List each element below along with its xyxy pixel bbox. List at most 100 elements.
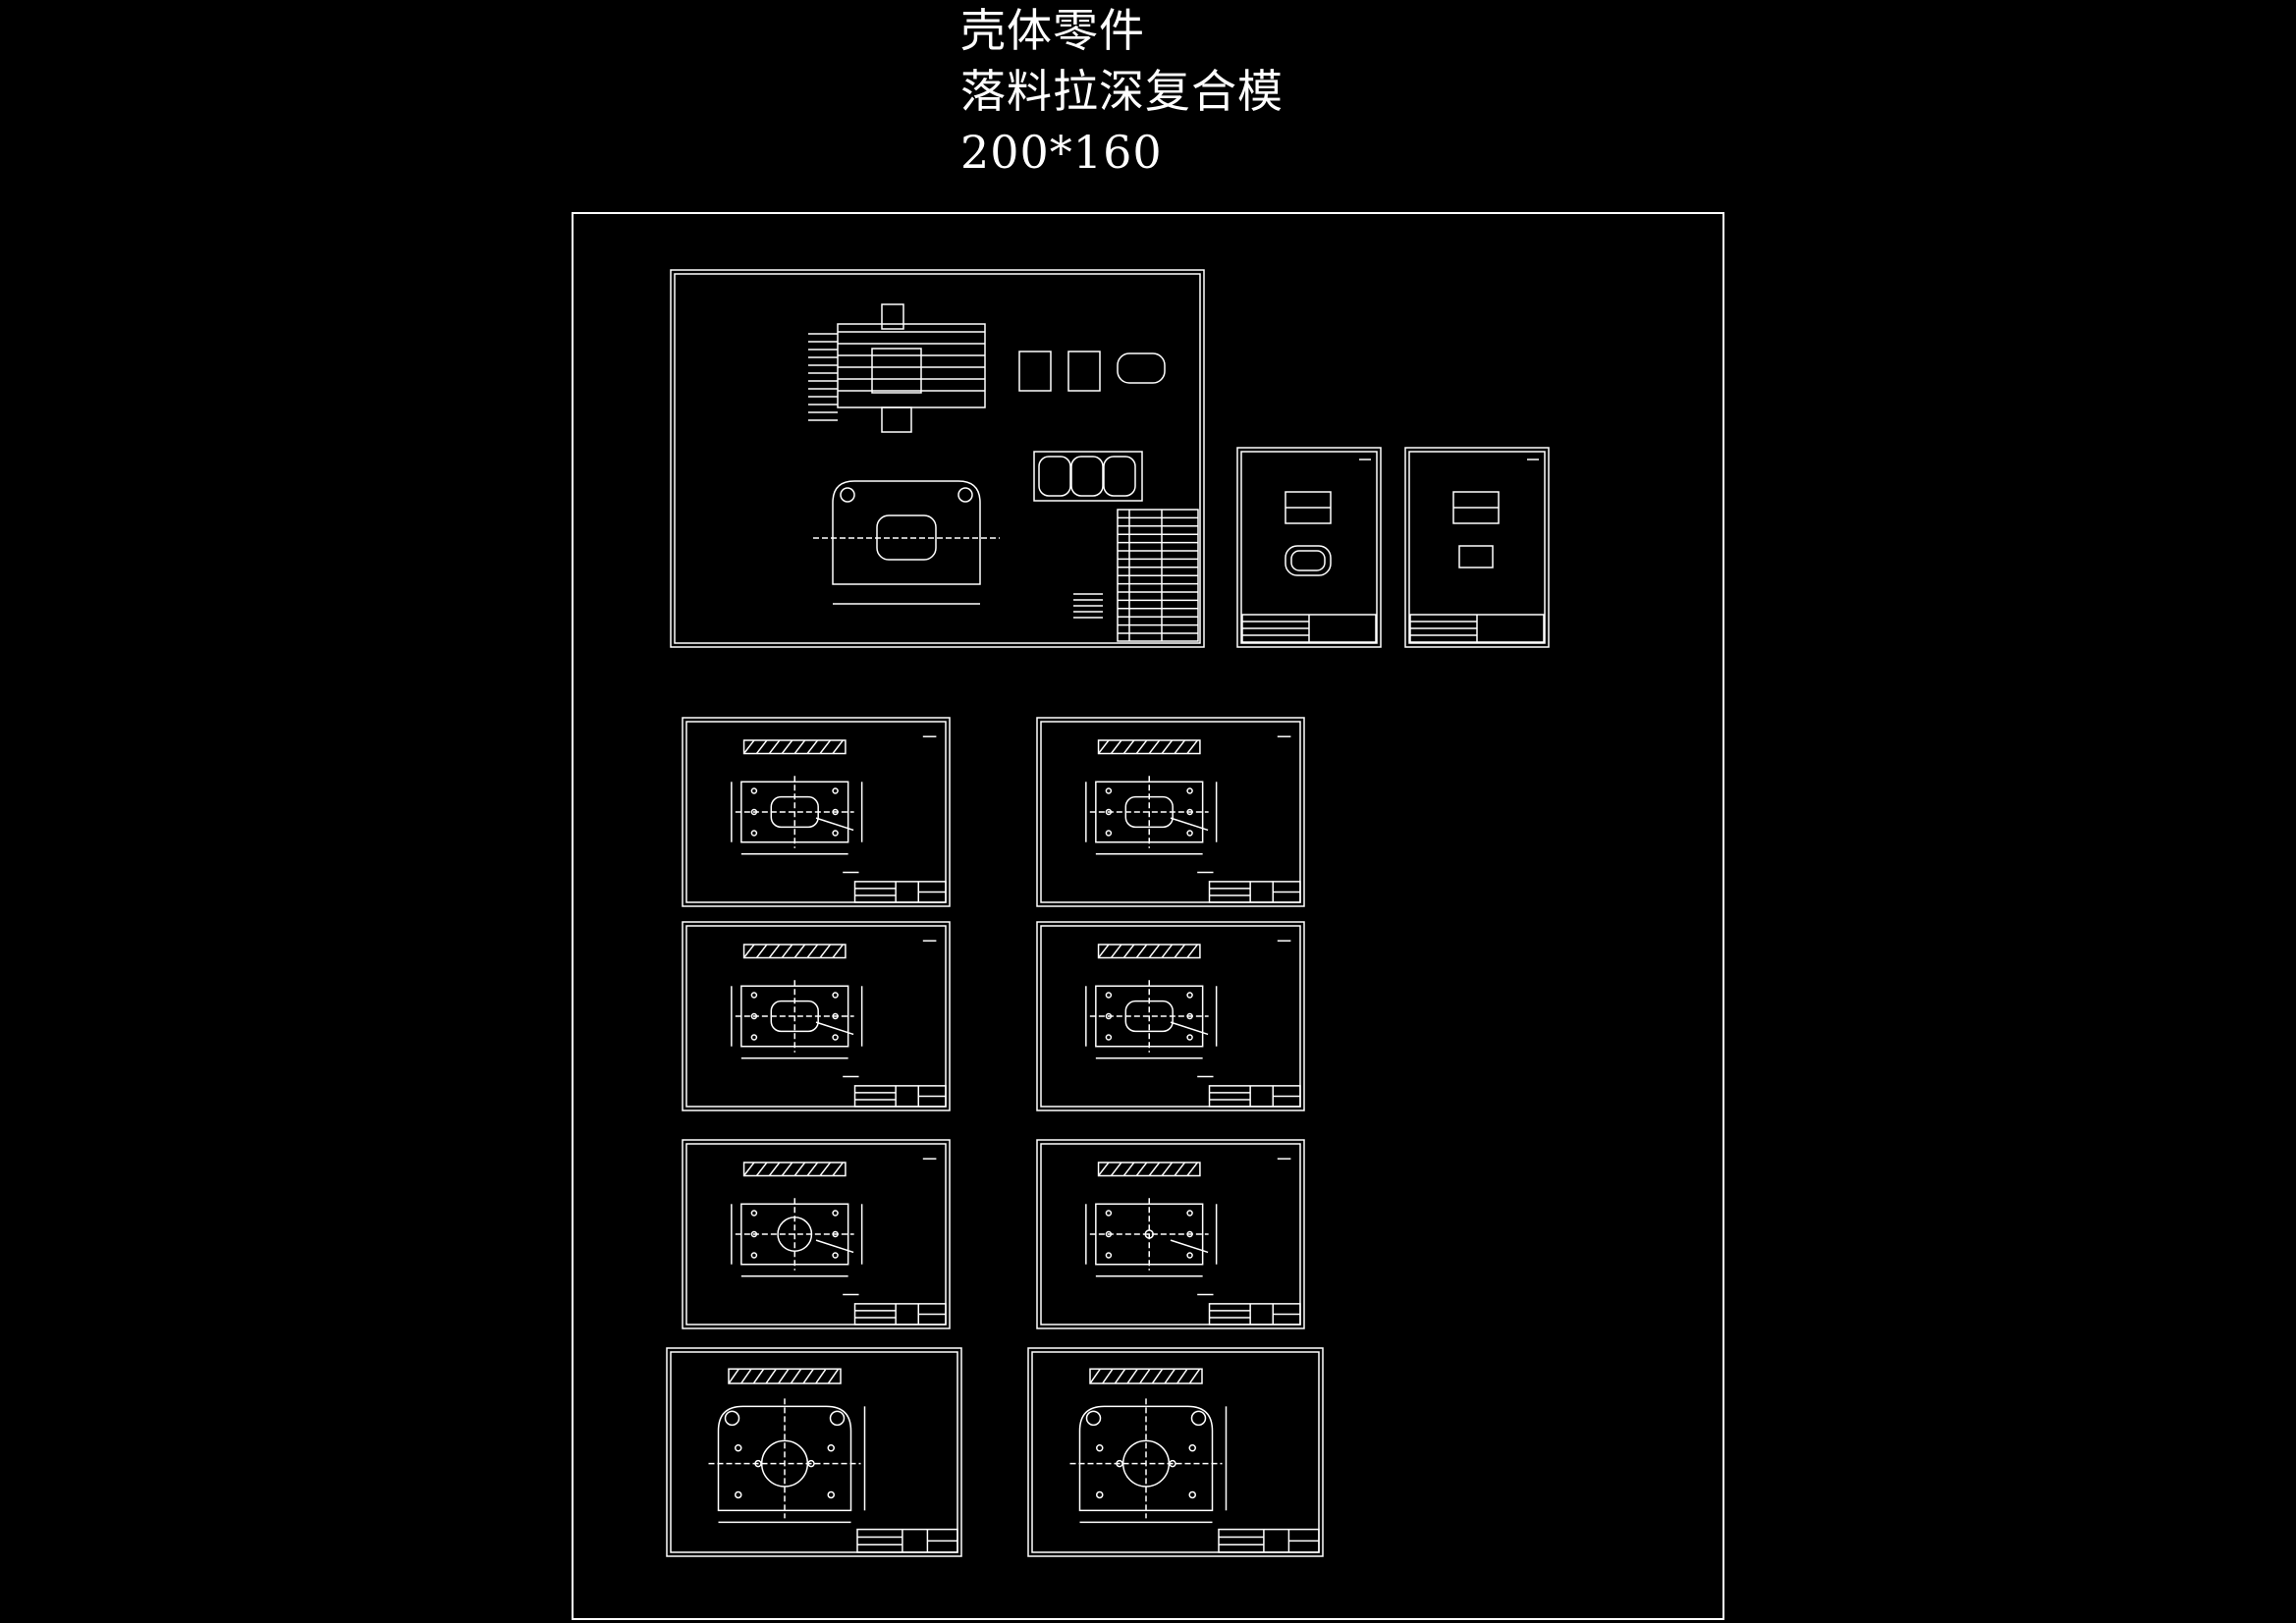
drawing-sheet-part-b[interactable] <box>1405 448 1549 647</box>
bolt-hole <box>1106 1232 1111 1237</box>
drawing-sheet-assembly[interactable] <box>671 270 1204 647</box>
sheet-border <box>683 718 950 906</box>
guide-pillar-hole <box>1192 1411 1206 1425</box>
drawing-sheet-base-1[interactable] <box>667 1348 961 1556</box>
bolt-hole <box>1187 1014 1192 1019</box>
bolt-hole <box>1187 788 1192 793</box>
bolt-hole <box>1106 1014 1111 1019</box>
bolt-hole <box>1187 1232 1192 1237</box>
sheet-inner-frame <box>686 926 946 1107</box>
bolt-hole <box>751 831 756 836</box>
base-plate-outline <box>1080 1406 1213 1510</box>
bolt-hole <box>1187 1253 1192 1258</box>
section-view <box>744 1163 846 1175</box>
bolt-hole <box>751 1035 756 1040</box>
bolt-hole <box>1187 831 1192 836</box>
bolt-hole <box>736 1445 741 1451</box>
shank <box>882 304 903 329</box>
drawing-sheet-plate-5[interactable] <box>683 1140 950 1328</box>
drawing-sheet-part-a[interactable] <box>1237 448 1381 647</box>
sheet-border <box>683 922 950 1110</box>
bolt-hole <box>1187 1035 1192 1040</box>
center-bore <box>778 1217 811 1251</box>
bolt-hole <box>833 810 838 815</box>
guide-pillar-hole <box>726 1411 739 1425</box>
part-view <box>1068 352 1100 391</box>
bolt-hole <box>1097 1445 1103 1451</box>
section-view <box>1099 945 1200 957</box>
section-view <box>1099 740 1200 753</box>
drawing-sheet-plate-3[interactable] <box>683 922 950 1110</box>
center-hole <box>1145 1230 1153 1238</box>
strip-blank <box>1039 457 1070 496</box>
sheet-inner-frame <box>1041 1144 1300 1325</box>
sheet-inner-frame <box>1041 722 1300 902</box>
bolt-hole <box>751 1014 756 1019</box>
sheet-border <box>683 1140 950 1328</box>
sheet-border <box>671 270 1204 647</box>
guide-pillar-hole <box>1087 1411 1101 1425</box>
bolt-hole <box>1187 1211 1192 1216</box>
drawing-sheet-base-2[interactable] <box>1028 1348 1323 1556</box>
guide-pillar-hole <box>958 488 972 502</box>
sheet-inner-frame <box>1409 452 1545 643</box>
bolt-hole <box>828 1491 834 1497</box>
sheet-inner-frame <box>1032 1352 1319 1552</box>
bolt-hole <box>751 810 756 815</box>
section-view <box>1090 1369 1202 1383</box>
part-view <box>1019 352 1051 391</box>
bolt-hole <box>833 1014 838 1019</box>
bolt-hole <box>1106 993 1111 998</box>
drawing-sheet-plate-4[interactable] <box>1037 922 1304 1110</box>
drawing-sheet-plate-1[interactable] <box>683 718 950 906</box>
bolt-hole <box>833 993 838 998</box>
bolt-hole <box>751 993 756 998</box>
die-opening <box>1125 1001 1173 1032</box>
sheet-inner-frame <box>671 1352 957 1552</box>
bolt-hole <box>833 788 838 793</box>
bolt-hole <box>1189 1491 1195 1497</box>
bolt-hole <box>1189 1445 1195 1451</box>
die-opening <box>771 1001 818 1032</box>
bolt-hole <box>1106 1211 1111 1216</box>
ejector <box>882 407 911 432</box>
section-view <box>744 945 846 957</box>
bolt-hole <box>1106 831 1111 836</box>
part-view <box>1118 353 1165 383</box>
drawing-sheet-plate-2[interactable] <box>1037 718 1304 906</box>
sheet-border <box>1237 448 1381 647</box>
bolt-hole <box>1106 810 1111 815</box>
title-die-type: 落料拉深复合模 <box>960 65 1284 118</box>
strip-blank <box>1071 457 1103 496</box>
guide-pillar-hole <box>831 1411 845 1425</box>
sheet-border <box>1028 1348 1323 1556</box>
die-opening <box>771 797 818 828</box>
section-view <box>744 740 846 753</box>
bolt-hole <box>1106 788 1111 793</box>
bolt-hole <box>833 1035 838 1040</box>
sheet-inner-frame <box>686 722 946 902</box>
sheet-border <box>1037 718 1304 906</box>
section-view <box>729 1369 841 1383</box>
part-top-view <box>1459 546 1493 568</box>
strip-blank <box>1104 457 1135 496</box>
die-section-view <box>838 324 985 407</box>
guide-pillar-hole <box>841 488 854 502</box>
bolt-hole <box>828 1445 834 1451</box>
outer-frame <box>572 212 1724 1620</box>
sheet-border <box>1037 922 1304 1110</box>
sheet-border <box>1405 448 1549 647</box>
part-top-view <box>1285 546 1331 575</box>
bolt-hole <box>751 1232 756 1237</box>
drawing-title: 壳体零件 落料拉深复合模 200*160 <box>960 0 1284 183</box>
bolt-hole <box>736 1491 741 1497</box>
bolt-hole <box>1097 1491 1103 1497</box>
base-plate-outline <box>719 1406 851 1510</box>
sheet-inner-frame <box>1041 926 1300 1107</box>
strip-layout <box>1034 452 1142 501</box>
drawing-sheet-plate-6[interactable] <box>1037 1140 1304 1328</box>
section-view <box>1099 1163 1200 1175</box>
bolt-hole <box>1106 1035 1111 1040</box>
bolt-hole <box>1106 1253 1111 1258</box>
